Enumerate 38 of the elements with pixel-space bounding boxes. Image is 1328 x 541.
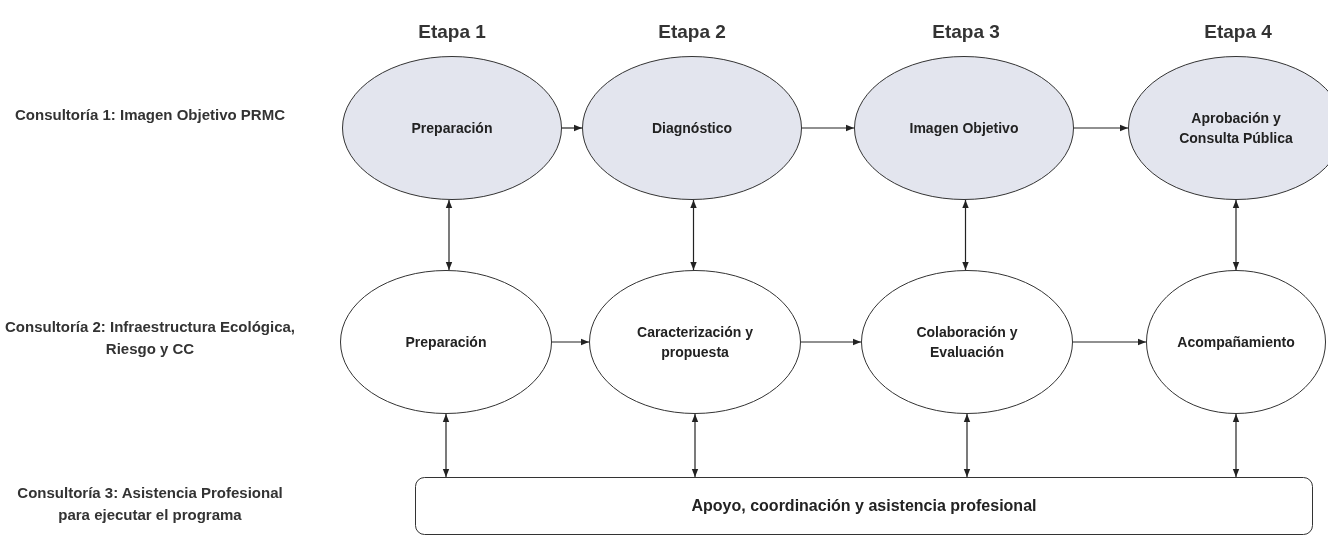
arrow: [690, 199, 697, 271]
node-label: Acompañamiento: [1177, 332, 1295, 352]
node-label: Caracterización y propuesta: [636, 322, 754, 362]
process-box: [415, 477, 1313, 535]
stage-ellipse: [861, 270, 1073, 414]
stage-ellipse: [340, 270, 552, 414]
node-label: Aprobación y Consulta Pública: [1178, 108, 1294, 148]
node-label: Imagen Objetivo: [909, 118, 1019, 138]
stage-ellipse: [342, 56, 562, 200]
stage-heading: Etapa 3: [931, 20, 1001, 44]
arrow: [442, 413, 450, 478]
stage-heading: Etapa 4: [1203, 20, 1273, 44]
stage-heading: Etapa 2: [657, 20, 727, 44]
stage-ellipse: [1146, 270, 1326, 414]
node-label: Apoyo, coordinación y asistencia profesional: [691, 496, 1037, 517]
row-label: Consultoría 2: Infraestructura Ecológica, Riesgo y CC: [3, 317, 297, 359]
stage-ellipse: [582, 56, 802, 200]
arrow: [1232, 199, 1240, 271]
node-label: Colaboración y Evaluación: [915, 322, 1019, 362]
row-label: Consultoría 3: Asistencia Profesional para ejecutar el programa: [16, 483, 284, 525]
arrow: [1232, 413, 1240, 478]
arrow: [1073, 124, 1129, 132]
arrow: [1072, 338, 1147, 346]
arrow: [691, 413, 699, 478]
stage-heading: Etapa 1: [417, 20, 487, 44]
arrow: [801, 124, 855, 132]
arrow: [800, 338, 862, 346]
arrow: [963, 413, 971, 478]
arrow: [962, 199, 969, 271]
arrow: [551, 338, 590, 346]
node-label: Preparación: [411, 118, 493, 138]
arrow: [561, 124, 583, 132]
stage-ellipse: [854, 56, 1074, 200]
node-label: Diagnóstico: [651, 118, 733, 138]
arrow: [445, 199, 453, 271]
row-label: Consultoría 1: Imagen Objetivo PRMC: [14, 105, 286, 125]
stage-ellipse: [589, 270, 801, 414]
node-label: Preparación: [405, 332, 487, 352]
